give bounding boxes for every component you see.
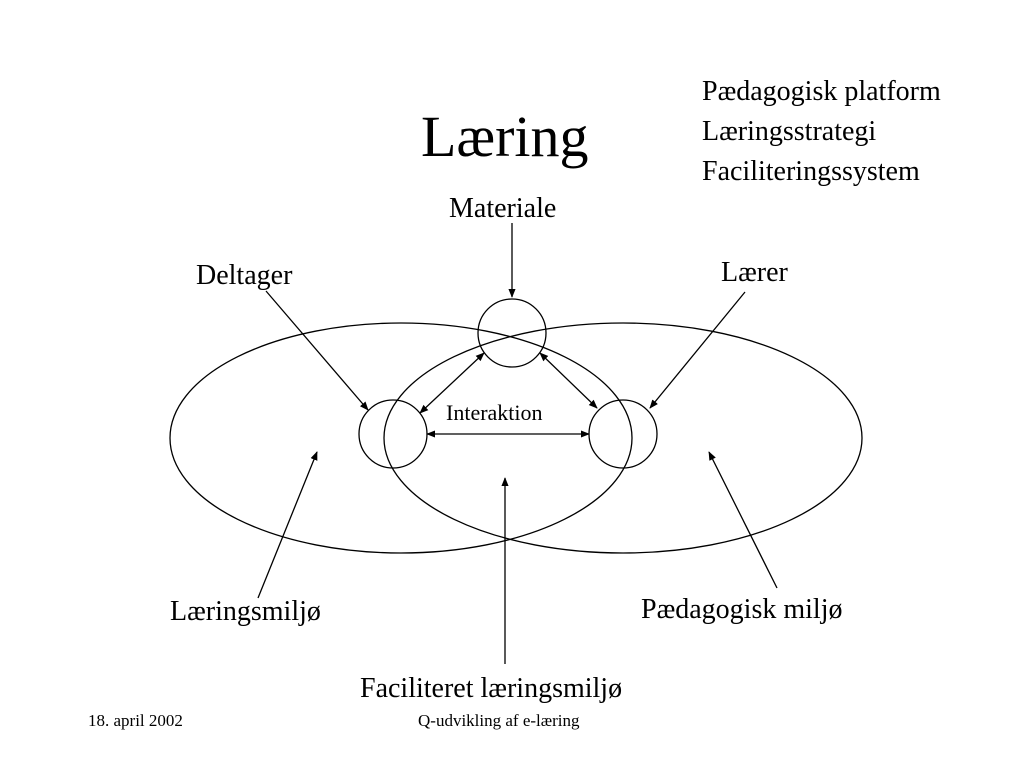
label-materiale: Materiale — [449, 193, 557, 224]
laerer-node — [588, 399, 658, 469]
label-faciliteret-laeringsmiljo: Faciliteret læringsmiljø — [360, 673, 623, 704]
footer-date: 18. april 2002 — [88, 711, 183, 730]
label-paedagogisk-miljo: Pædagogisk miljø — [641, 594, 843, 625]
materiale-node — [477, 298, 547, 368]
deltager-node — [358, 399, 428, 469]
label-laerer: Lærer — [721, 257, 788, 288]
arrow-laeringsmiljo — [257, 451, 318, 599]
right-environment-ellipse — [383, 322, 863, 554]
label-interaktion: Interaktion — [446, 400, 543, 425]
top-right-item: Pædagogisk platform — [702, 76, 941, 107]
label-laeringsmiljo: Læringsmiljø — [170, 596, 321, 627]
arrow-deltager — [265, 290, 369, 411]
slide-title: Læring — [421, 104, 589, 169]
label-deltager: Deltager — [196, 260, 293, 291]
arrow-laerer — [649, 291, 746, 409]
top-right-list: Pædagogisk platform Læringsstrategi Faci… — [702, 72, 941, 192]
arrow-interaktion-left — [419, 352, 485, 414]
arrow-paedagogisk-miljo — [708, 451, 778, 589]
left-environment-ellipse — [169, 322, 633, 554]
footer-center: Q-udvikling af e-læring — [418, 711, 580, 730]
top-right-item: Faciliteringssystem — [702, 156, 920, 187]
arrow-interaktion-right — [539, 352, 598, 409]
top-right-item: Læringsstrategi — [702, 116, 877, 147]
